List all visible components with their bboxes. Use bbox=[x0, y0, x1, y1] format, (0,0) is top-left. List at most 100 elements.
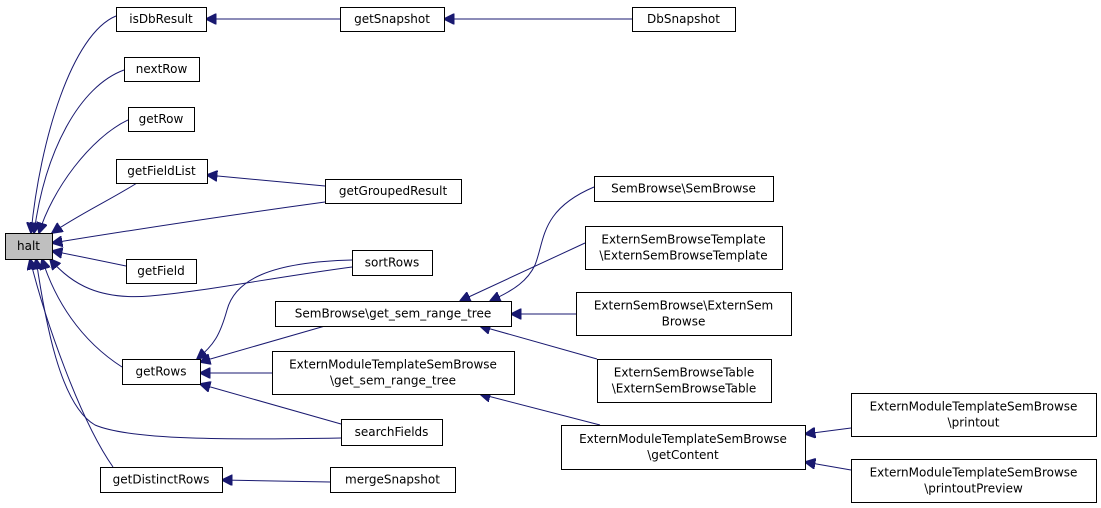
node-nextRow[interactable]: nextRow bbox=[124, 57, 200, 82]
node-label: ExternSemBrowseTemplate bbox=[601, 233, 765, 247]
node-label: ExternSemBrowseTable bbox=[614, 366, 755, 380]
node-box bbox=[576, 292, 792, 336]
node-halt[interactable]: halt bbox=[5, 233, 53, 260]
node-getDistinctRows[interactable]: getDistinctRows bbox=[100, 467, 223, 493]
node-label: isDbResult bbox=[129, 12, 193, 26]
node-box bbox=[585, 226, 783, 270]
node-label: Browse bbox=[662, 315, 706, 329]
node-getGroupedResult[interactable]: getGroupedResult bbox=[325, 179, 462, 204]
node-searchFields[interactable]: searchFields bbox=[341, 419, 443, 446]
node-box bbox=[851, 459, 1097, 503]
edge-externTable-to-semRangeTree bbox=[480, 326, 598, 360]
edge-sortRows-to-getRows bbox=[197, 259, 353, 359]
node-getRows[interactable]: getRows bbox=[122, 359, 201, 385]
node-label: \get_sem_range_tree bbox=[330, 374, 456, 388]
node-box bbox=[341, 419, 443, 446]
edge-getRows-to-halt bbox=[42, 259, 123, 368]
edge-getRow-to-halt bbox=[39, 119, 129, 233]
node-label: ExternModuleTemplateSemBrowse bbox=[289, 358, 497, 372]
edge-getDistinctRows-to-halt bbox=[30, 259, 114, 468]
node-box bbox=[561, 425, 806, 470]
node-label: ExternModuleTemplateSemBrowse bbox=[870, 400, 1078, 414]
node-box bbox=[122, 359, 201, 385]
node-box bbox=[116, 7, 207, 32]
node-box bbox=[352, 250, 433, 276]
node-label: getGroupedResult bbox=[339, 184, 448, 198]
node-label: getFieldList bbox=[127, 164, 196, 178]
node-externTable[interactable]: ExternSemBrowseTable \ExternSemBrowseTabl… bbox=[597, 359, 772, 403]
edge-isDbResult-to-halt bbox=[31, 15, 117, 233]
node-semBrowse[interactable]: SemBrowse\SemBrowse bbox=[594, 176, 774, 202]
node-box bbox=[124, 57, 200, 82]
nodes: halt isDbResult getSnapshot DbSnapshot nextR… bbox=[5, 7, 1097, 503]
node-label: \printout bbox=[948, 416, 1000, 430]
node-label: halt bbox=[17, 239, 40, 253]
node-box bbox=[116, 159, 208, 184]
node-getField[interactable]: getField bbox=[126, 259, 197, 284]
node-label: \ExternSemBrowseTemplate bbox=[599, 249, 767, 263]
edge-getGroupedResult-to-halt bbox=[52, 201, 326, 243]
edges bbox=[30, 15, 852, 482]
node-box bbox=[128, 107, 195, 132]
node-label: searchFields bbox=[355, 425, 429, 439]
node-mergeSnapshot[interactable]: mergeSnapshot bbox=[330, 467, 456, 493]
node-label: nextRow bbox=[136, 62, 188, 76]
node-box bbox=[597, 359, 772, 403]
edge-sortRows-to-halt bbox=[50, 259, 353, 298]
node-box bbox=[272, 351, 515, 395]
node-label: ExternModuleTemplateSemBrowse bbox=[579, 432, 787, 446]
node-label: \ExternSemBrowseTable bbox=[612, 382, 757, 396]
node-label: getRow bbox=[139, 112, 184, 126]
node-box bbox=[5, 233, 53, 260]
node-getFieldList[interactable]: getFieldList bbox=[116, 159, 208, 184]
node-label: sortRows bbox=[365, 256, 419, 270]
edge-getGroupedResult-to-getFieldList bbox=[207, 175, 326, 187]
node-label: getDistinctRows bbox=[113, 473, 210, 487]
node-label: SemBrowse\get_sem_range_tree bbox=[295, 307, 492, 321]
node-printout[interactable]: ExternModuleTemplateSemBrowse \printout bbox=[851, 393, 1097, 437]
node-label: getSnapshot bbox=[354, 12, 430, 26]
edge-printoutPreview-to-getContent bbox=[805, 462, 852, 471]
node-box bbox=[325, 179, 462, 204]
node-label: \printoutPreview bbox=[924, 482, 1023, 496]
edge-searchFields-to-getRows bbox=[200, 384, 342, 425]
node-box bbox=[275, 301, 512, 327]
node-label: SemBrowse\SemBrowse bbox=[611, 182, 756, 196]
node-getRow[interactable]: getRow bbox=[128, 107, 195, 132]
edge-semBrowse-to-semRangeTree bbox=[490, 186, 595, 301]
node-label: \getContent bbox=[647, 448, 719, 462]
edge-searchFields-to-halt bbox=[36, 259, 342, 440]
node-box bbox=[632, 7, 736, 32]
node-label: DbSnapshot bbox=[647, 12, 720, 26]
edge-mergeSnapshot-to-getDistinctRows bbox=[222, 480, 331, 482]
node-label: getField bbox=[137, 264, 184, 278]
edge-getField-to-halt bbox=[52, 251, 127, 267]
node-box bbox=[126, 259, 197, 284]
node-box bbox=[340, 7, 445, 32]
edge-externTemplate-to-semRangeTree bbox=[460, 242, 586, 301]
node-isDbResult[interactable]: isDbResult bbox=[116, 7, 207, 32]
node-sortRows[interactable]: sortRows bbox=[352, 250, 433, 276]
node-externTemplate[interactable]: ExternSemBrowseTemplate \ExternSemBrowseT… bbox=[585, 226, 783, 270]
node-box bbox=[851, 393, 1097, 437]
edge-getFieldList-to-halt bbox=[52, 182, 138, 233]
node-getContent[interactable]: ExternModuleTemplateSemBrowse \getContent bbox=[561, 425, 806, 470]
node-semRangeTree[interactable]: SemBrowse\get_sem_range_tree bbox=[275, 301, 512, 327]
edge-nextRow-to-halt bbox=[34, 69, 125, 233]
node-getSnapshot[interactable]: getSnapshot bbox=[340, 7, 445, 32]
edge-semRangeTree-to-getRows bbox=[200, 325, 326, 362]
node-box bbox=[594, 176, 774, 202]
node-label: ExternSemBrowse\ExternSem bbox=[594, 299, 773, 313]
edge-printout-to-getContent bbox=[805, 428, 852, 434]
node-printoutPreview[interactable]: ExternModuleTemplateSemBrowse \printoutPr… bbox=[851, 459, 1097, 503]
node-box bbox=[330, 467, 456, 493]
node-label: getRows bbox=[136, 365, 187, 379]
node-externSemBrowse[interactable]: ExternSemBrowse\ExternSemBrowse bbox=[576, 292, 792, 336]
node-label: mergeSnapshot bbox=[345, 473, 440, 487]
node-box bbox=[100, 467, 223, 493]
node-label: ExternModuleTemplateSemBrowse bbox=[870, 466, 1078, 480]
node-DbSnapshot[interactable]: DbSnapshot bbox=[632, 7, 736, 32]
node-externRangeTree[interactable]: ExternModuleTemplateSemBrowse \get_sem_ra… bbox=[272, 351, 515, 395]
edge-getContent-to-externRangeTree bbox=[480, 394, 601, 426]
